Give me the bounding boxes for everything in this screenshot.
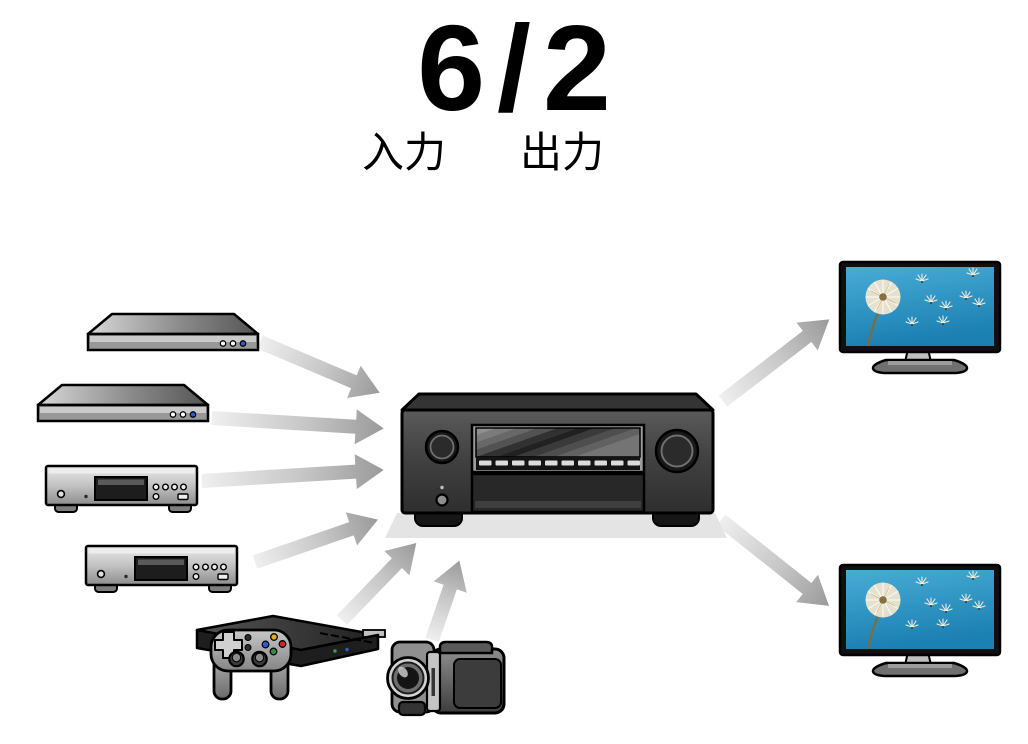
input-arrow-3 xyxy=(201,454,384,490)
input-arrow-2 xyxy=(211,409,384,445)
output-count: 2 xyxy=(542,0,611,136)
output-arrow-2 xyxy=(716,514,829,606)
game-console-icon xyxy=(195,614,386,701)
output-arrow-1 xyxy=(718,319,830,407)
cd-player-icon xyxy=(84,544,239,594)
av-receiver-icon xyxy=(385,392,727,538)
input-arrow-5 xyxy=(336,543,417,625)
input-arrow-1 xyxy=(257,335,380,398)
ratio-separator: / xyxy=(497,0,531,136)
tv-icon xyxy=(840,262,1000,373)
cd-player-icon xyxy=(44,464,199,514)
disc-player-icon xyxy=(86,312,260,352)
input-arrow-4 xyxy=(252,512,378,569)
io-ratio-heading: 6/2 xyxy=(0,7,1028,129)
input-arrow-6 xyxy=(425,560,467,643)
output-label: 出力 xyxy=(520,129,605,176)
input-count: 6 xyxy=(417,0,486,136)
tv-icon xyxy=(840,565,1000,676)
disc-player-icon xyxy=(36,383,210,423)
video-camera-icon xyxy=(386,640,506,717)
input-label: 入力 xyxy=(362,129,447,176)
